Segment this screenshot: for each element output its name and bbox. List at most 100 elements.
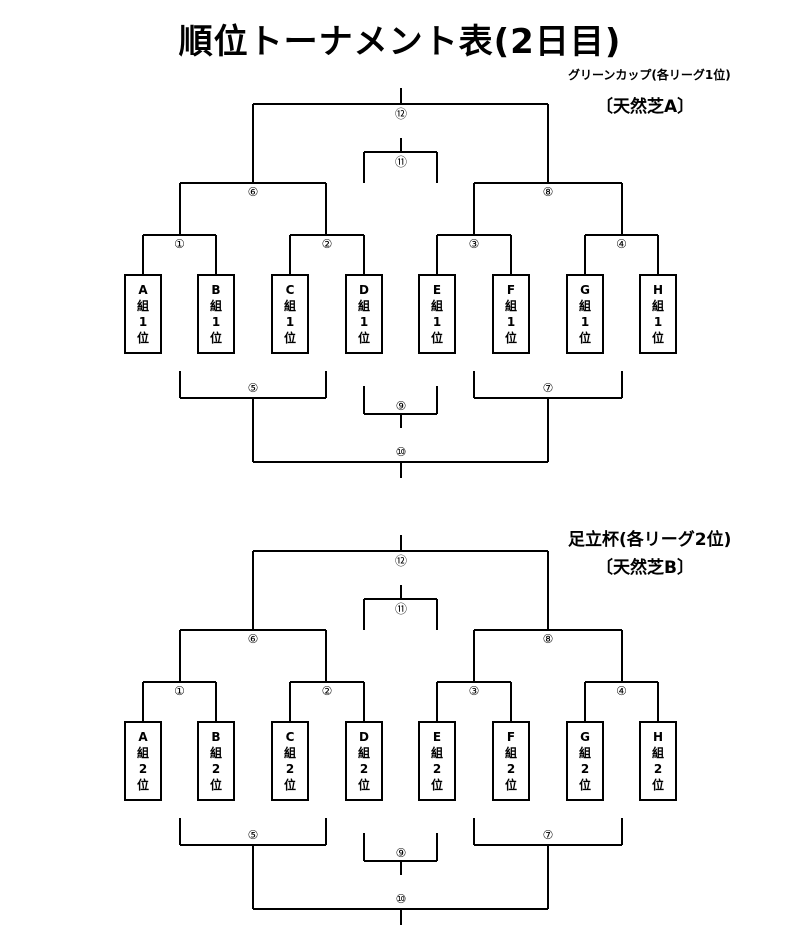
team-label-char: D bbox=[359, 283, 369, 297]
team-label-char: E bbox=[433, 283, 441, 297]
team-label-char: 1 bbox=[507, 315, 515, 329]
match-label-11: ⑪ bbox=[395, 602, 407, 616]
team-label-char: 位 bbox=[284, 777, 296, 792]
team-label-char: 1 bbox=[433, 315, 441, 329]
match-label-2: ② bbox=[322, 237, 333, 251]
team-label-char: 組 bbox=[652, 298, 664, 313]
team-label-char: 組 bbox=[137, 745, 149, 760]
team-label-char: 組 bbox=[431, 298, 443, 313]
team-label-char: 1 bbox=[212, 315, 220, 329]
team-label-char: G bbox=[580, 730, 590, 744]
team-label-char: 1 bbox=[654, 315, 662, 329]
team-label-char: 組 bbox=[505, 298, 517, 313]
team-box-outline bbox=[492, 274, 530, 354]
team-box-outline bbox=[345, 721, 383, 801]
match-label-1: ① bbox=[174, 684, 185, 698]
team-label-char: 位 bbox=[579, 330, 591, 345]
team-label-char: 2 bbox=[654, 762, 662, 776]
team-label-char: 2 bbox=[360, 762, 368, 776]
team-label-char: F bbox=[507, 283, 515, 297]
team-label-char: F bbox=[507, 730, 515, 744]
team-box-outline bbox=[639, 274, 677, 354]
match-label-8: ⑧ bbox=[543, 632, 554, 646]
match-label-10: ⑩ bbox=[396, 445, 407, 459]
team-label-char: 2 bbox=[507, 762, 515, 776]
team-label-char: 組 bbox=[358, 298, 370, 313]
match-label-2: ② bbox=[322, 684, 333, 698]
team-label-char: 組 bbox=[284, 745, 296, 760]
team-label-char: 2 bbox=[286, 762, 294, 776]
match-label-1: ① bbox=[174, 237, 185, 251]
team-label-char: 組 bbox=[579, 745, 591, 760]
team-box-outline bbox=[197, 274, 235, 354]
team-label-char: C bbox=[286, 283, 295, 297]
team-label-char: 組 bbox=[358, 745, 370, 760]
team-label-char: 組 bbox=[137, 298, 149, 313]
team-label-char: 位 bbox=[210, 777, 222, 792]
team-label-char: 位 bbox=[505, 330, 517, 345]
team-box-outline bbox=[639, 721, 677, 801]
team-label-char: H bbox=[653, 283, 663, 297]
match-label-4: ④ bbox=[616, 684, 627, 698]
team-label-char: 位 bbox=[358, 330, 370, 345]
match-label-5: ⑤ bbox=[248, 828, 259, 842]
team-label-char: 位 bbox=[210, 330, 222, 345]
match-label-10: ⑩ bbox=[396, 892, 407, 906]
team-box-d: D組 1位 bbox=[345, 274, 383, 354]
team-label-char: 位 bbox=[137, 777, 149, 792]
match-label-8: ⑧ bbox=[543, 185, 554, 199]
team-box-b: B組 1位 bbox=[197, 274, 235, 354]
team-label-char: 組 bbox=[505, 745, 517, 760]
team-box-c: C組 2位 bbox=[271, 721, 309, 801]
team-label-char: 1 bbox=[139, 315, 147, 329]
team-box-outline bbox=[271, 721, 309, 801]
team-label-char: A bbox=[138, 730, 148, 744]
team-box-outline bbox=[418, 274, 456, 354]
team-box-outline bbox=[124, 274, 162, 354]
match-label-9: ⑨ bbox=[396, 846, 407, 860]
team-label-char: E bbox=[433, 730, 441, 744]
match-label-6: ⑥ bbox=[248, 632, 259, 646]
team-box-outline bbox=[566, 274, 604, 354]
team-label-char: B bbox=[211, 283, 220, 297]
team-label-char: 位 bbox=[579, 777, 591, 792]
cup-name-2: 足立杯(各リーグ2位) bbox=[568, 530, 732, 550]
team-label-char: 1 bbox=[581, 315, 589, 329]
team-label-char: C bbox=[286, 730, 295, 744]
match-label-11: ⑪ bbox=[395, 155, 407, 169]
match-label-9: ⑨ bbox=[396, 399, 407, 413]
match-label-7: ⑦ bbox=[543, 828, 554, 842]
match-label-12: ⑫ bbox=[395, 554, 407, 568]
venue-label-1: 〔天然芝A〕 bbox=[596, 97, 695, 117]
team-label-char: 組 bbox=[210, 298, 222, 313]
match-label-12: ⑫ bbox=[395, 107, 407, 121]
page-title: 順位トーナメント表(2日目) bbox=[178, 22, 622, 62]
team-label-char: H bbox=[653, 730, 663, 744]
team-box-a: A組 2位 bbox=[124, 721, 162, 801]
match-label-5: ⑤ bbox=[248, 381, 259, 395]
venue-label-2: 〔天然芝B〕 bbox=[596, 558, 694, 578]
team-label-char: 位 bbox=[431, 777, 443, 792]
team-label-char: G bbox=[580, 283, 590, 297]
team-label-char: 位 bbox=[652, 330, 664, 345]
team-box-outline bbox=[418, 721, 456, 801]
team-box-f: F組 2位 bbox=[492, 721, 530, 801]
team-label-char: B bbox=[211, 730, 220, 744]
team-label-char: 組 bbox=[431, 745, 443, 760]
team-box-outline bbox=[197, 721, 235, 801]
team-box-outline bbox=[345, 274, 383, 354]
team-label-char: 1 bbox=[360, 315, 368, 329]
team-label-char: 位 bbox=[505, 777, 517, 792]
team-label-char: 2 bbox=[139, 762, 147, 776]
team-label-char: 2 bbox=[212, 762, 220, 776]
